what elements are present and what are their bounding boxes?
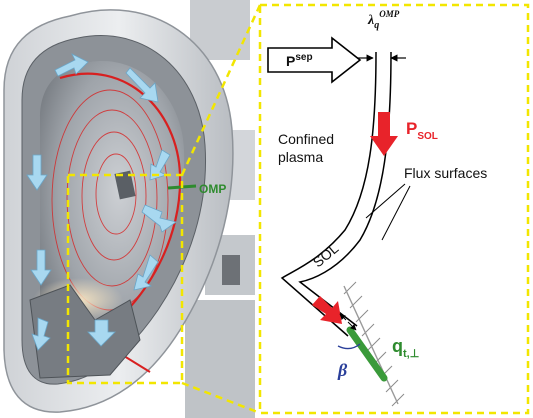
sol-schematic: Psep λqOMP PSOL Confined plasma Flux sur…: [258, 3, 530, 415]
background-port-bottom: [185, 300, 255, 418]
p-sol-label: PSOL: [406, 119, 438, 142]
flow-arrow-right-upper: [149, 149, 171, 181]
divertor-cassette: [29, 284, 141, 379]
tokamak-illustration: OMP: [3, 0, 255, 418]
beta-arc: [337, 343, 361, 350]
target-width-arrow-b: [347, 321, 357, 331]
target-width-arrow-a: [339, 313, 347, 321]
beta-label: β: [337, 360, 348, 380]
grill-mid: [222, 255, 240, 285]
omp-label: OMP: [199, 182, 226, 196]
flow-arrow-right-mid: [141, 204, 177, 233]
omp-port-grill: [114, 170, 136, 200]
p-sep-label: Psep: [286, 52, 313, 69]
highlight-box: [66, 173, 184, 385]
flow-arrow-left-upper: [26, 154, 48, 191]
flow-arrow-bottom-center: [87, 319, 116, 347]
flux-pointer-1: [365, 183, 406, 219]
flow-arrow-right-lower: [133, 254, 159, 291]
target-heat-arrow: [312, 296, 342, 324]
q-perp-label: qt,⊥: [392, 336, 419, 360]
flux-pointer-2: [381, 185, 411, 241]
heat-deposition-strip: [346, 326, 388, 382]
flow-arrow-top-left: [54, 53, 89, 77]
flow-arrow-left-lower: [30, 249, 52, 286]
flow-arrow-bottom-left: [31, 317, 51, 351]
confined-plasma-label: Confined plasma: [278, 131, 338, 165]
flow-arrows: [26, 53, 177, 351]
flux-surfaces-label: Flux surfaces: [404, 165, 487, 181]
connector-bottom: [181, 381, 261, 415]
flux-surface-rings: [51, 89, 169, 311]
p-sep-arrow: [267, 36, 362, 84]
schematic-frame: [258, 3, 530, 415]
target-surface: [343, 285, 399, 405]
flow-arrow-top-right: [125, 67, 159, 103]
separatrix-line: [280, 51, 377, 337]
p-sol-arrow: [370, 112, 398, 156]
lambda-q-label: λqOMP: [367, 9, 400, 31]
